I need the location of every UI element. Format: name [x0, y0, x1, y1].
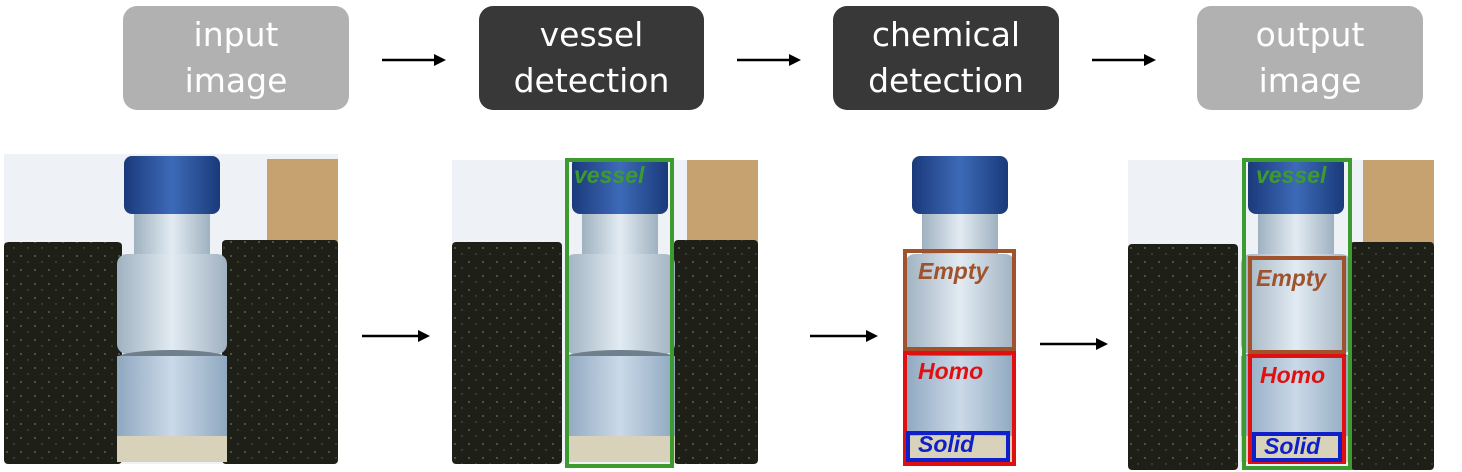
- empty-bounding-box: [1248, 256, 1346, 354]
- step-input-image: input image: [123, 6, 349, 110]
- output-photo: [1128, 160, 1434, 470]
- solid-label: Solid: [918, 431, 975, 457]
- homo-bounding-box: [903, 351, 1016, 466]
- vessel-bounding-box: [565, 158, 674, 468]
- homo-bounding-box: [1248, 354, 1346, 464]
- solid-bounding-box: [1252, 432, 1342, 462]
- input-photo: [4, 154, 338, 464]
- homo-label: Homo: [918, 358, 984, 384]
- step-output-image: output image: [1197, 6, 1423, 110]
- arrow-icon: [737, 54, 801, 66]
- empty-label: Empty: [1256, 265, 1327, 291]
- vessel-label: vessel: [1256, 162, 1327, 188]
- step-chemical-detection: chemical detection: [833, 6, 1059, 110]
- arrow-icon: [1040, 338, 1108, 350]
- vessel-detection-photo: [452, 160, 758, 464]
- solid-bounding-box: [906, 431, 1010, 462]
- empty-bounding-box: [903, 249, 1016, 351]
- arrow-icon: [362, 330, 430, 342]
- empty-label: Empty: [918, 258, 989, 284]
- vessel-label: vessel: [574, 162, 645, 188]
- homo-label: Homo: [1260, 362, 1326, 388]
- solid-label: Solid: [1264, 433, 1321, 459]
- arrow-icon: [1092, 54, 1156, 66]
- chemical-detection-photo: [902, 154, 1018, 466]
- arrow-icon: [810, 330, 878, 342]
- step-vessel-detection: vessel detection: [479, 6, 704, 110]
- arrow-icon: [382, 54, 446, 66]
- vessel-bounding-box: [1242, 158, 1352, 470]
